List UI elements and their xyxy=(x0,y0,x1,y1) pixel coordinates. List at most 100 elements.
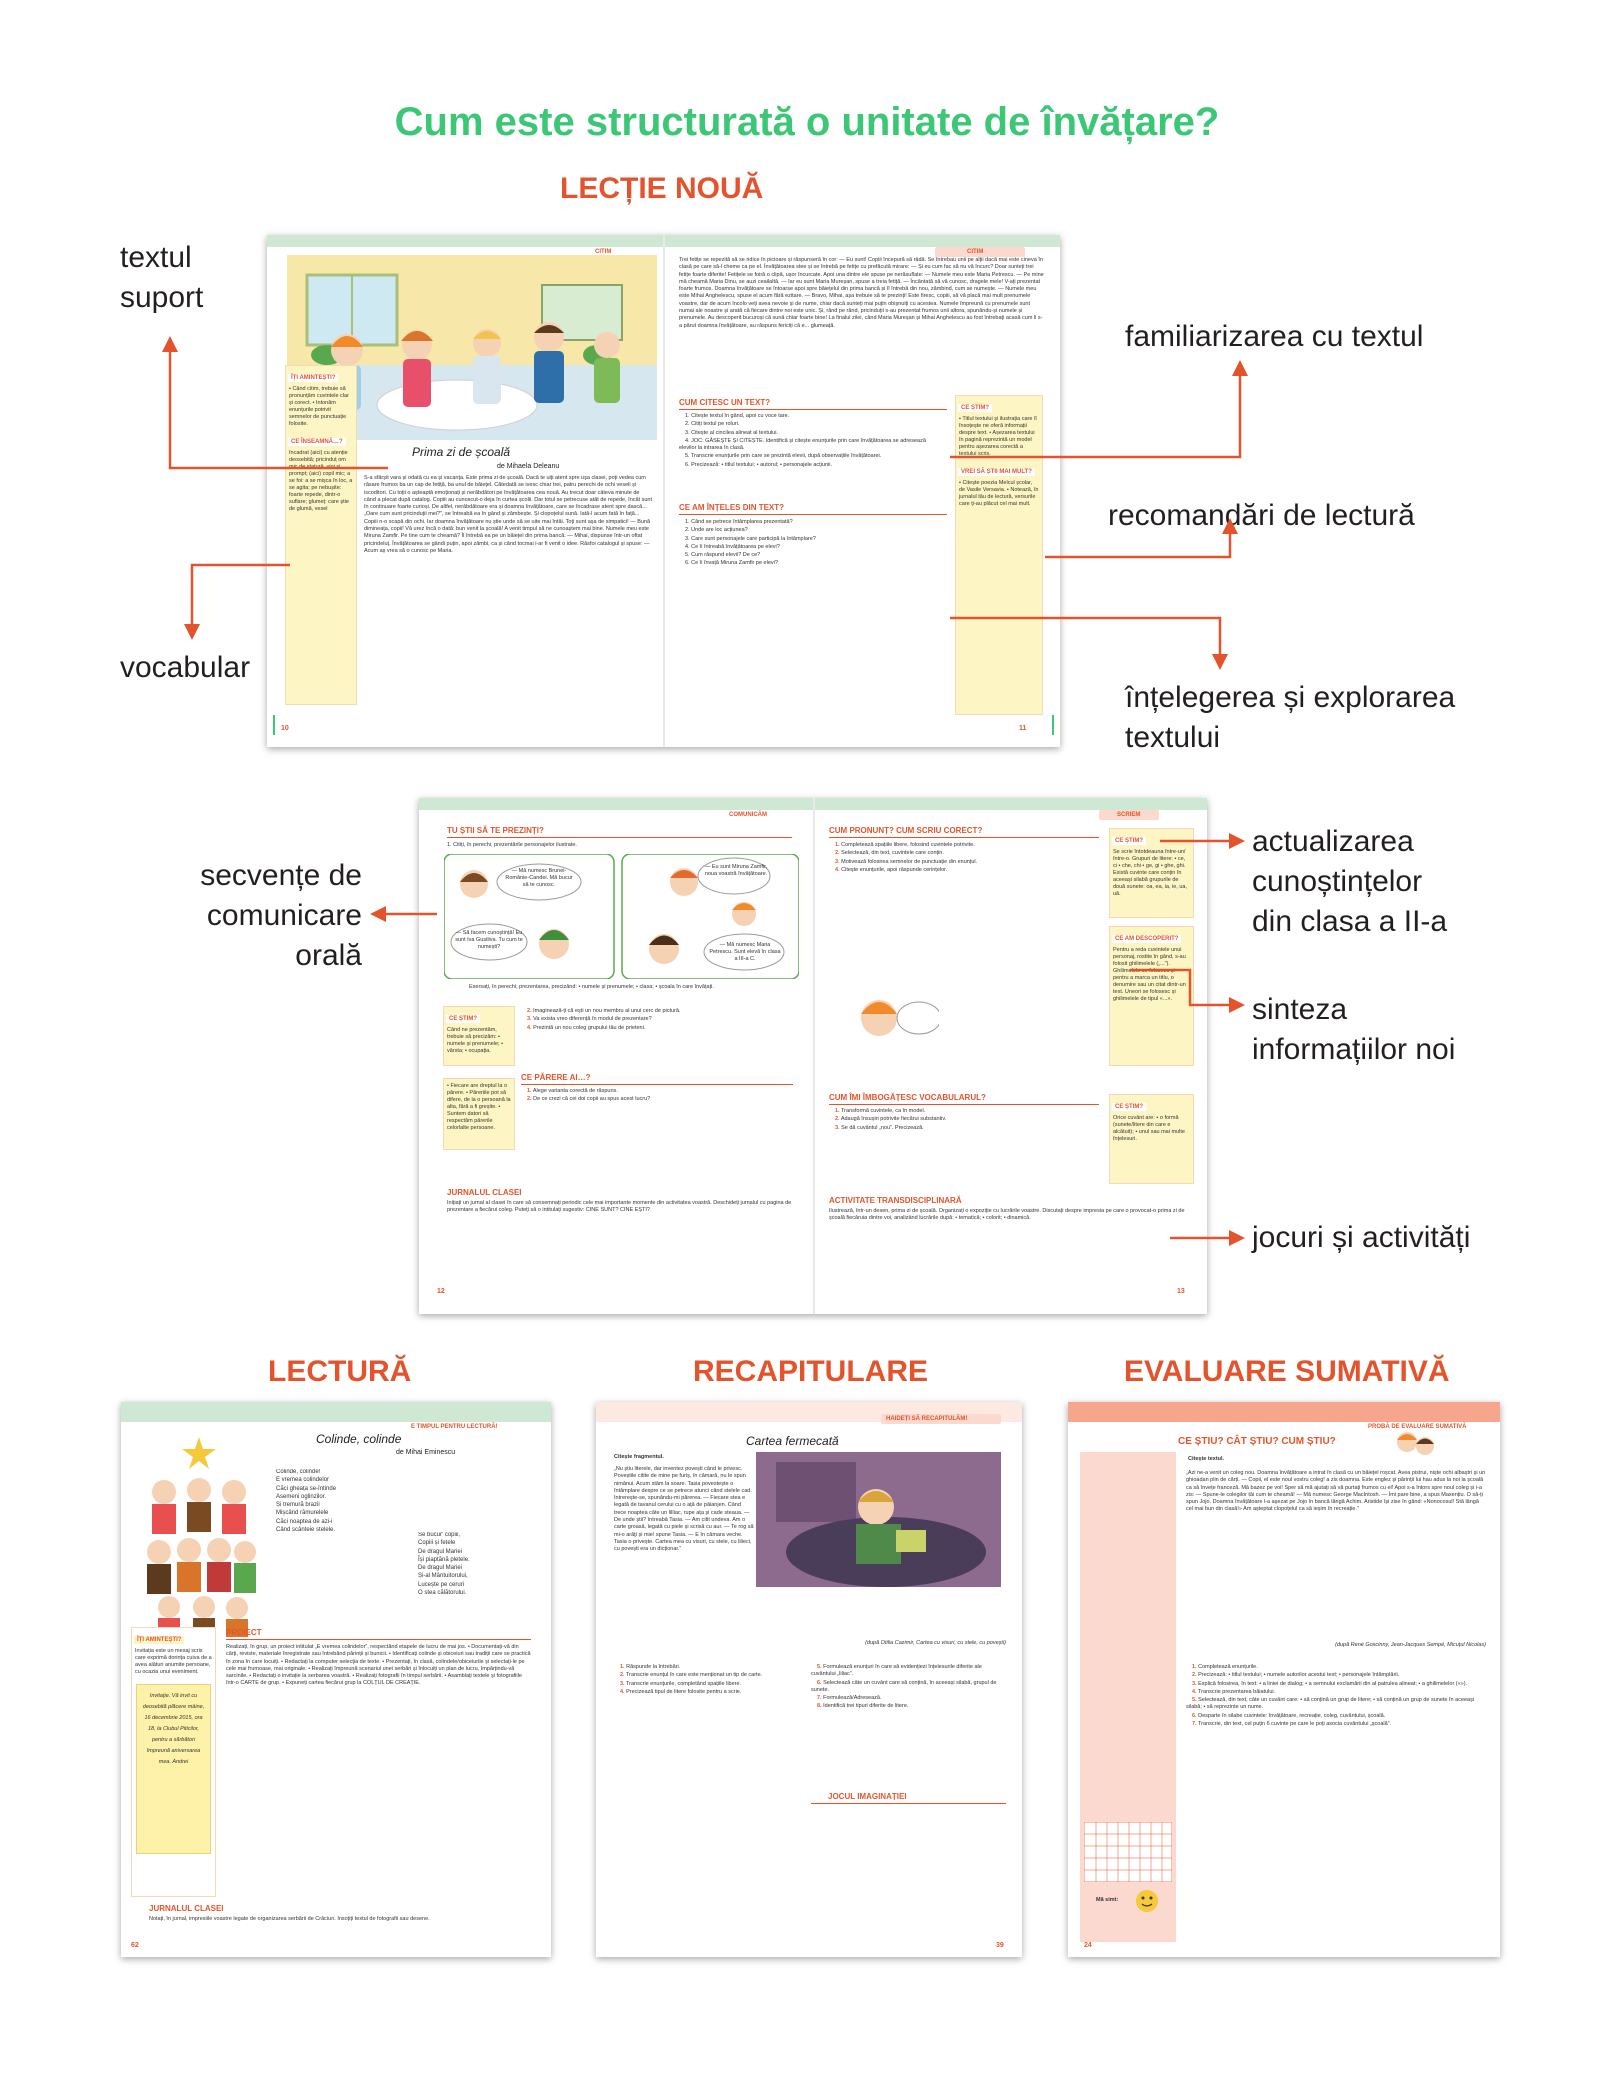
box-ce-stim-right: CE ȘTIM? Se scrie întotdeauna între-un/î… xyxy=(1109,828,1194,918)
heading-underline xyxy=(447,837,792,838)
page-lectura: E TIMPUL PENTRU LECTURĂ! Colinde, colind… xyxy=(121,1402,551,1957)
box-text-ce-stim: • Titlul textului și ilustrația care îl … xyxy=(959,416,1037,457)
source: (după Otilia Cazimir, Cartea cu visuri, … xyxy=(865,1640,1006,1646)
heading-activitate: ACTIVITATE TRANSDISCIPLINARĂ xyxy=(829,1196,962,1205)
page-number-right: 13 xyxy=(1177,1288,1185,1295)
jurnal-text: Inițiați un jurnal al clasei în care să … xyxy=(447,1200,792,1214)
tab-box-right xyxy=(935,247,1025,257)
jurnal-text: Notați, în jurnal, impresiile voastre le… xyxy=(149,1916,430,1922)
list-item: 6. Precizează: • titlul textului; • auto… xyxy=(685,461,833,468)
eval-text: „Azi ne-a venit un coleg nou. Doamna înv… xyxy=(1186,1470,1486,1513)
list-item: 4. JOC: GĂSEȘTE ȘI CITEȘTE. Identifică ș… xyxy=(679,437,926,452)
top-strip xyxy=(121,1402,551,1422)
box-ce-am-descoperit: CE AM DESCOPERIT? Pentru a reda cuvintel… xyxy=(1109,926,1194,1066)
arrow-head xyxy=(1212,654,1228,670)
box-ce-stim-bottom: CE ȘTIM? Orice cuvânt are: • o formă (su… xyxy=(1109,1094,1194,1184)
self-assessment-column: Mă simt: xyxy=(1080,1452,1176,1942)
box-text-recomandari: • Citește poezia Melcul școlar, de Vasil… xyxy=(959,480,1039,507)
page-recapitulare: HAIDEȚI SĂ RECAPITULĂM! Cartea fermecată… xyxy=(596,1402,1022,1957)
box-text: Se scrie întotdeauna între-un/între-o. G… xyxy=(1113,849,1188,897)
poem-line: Căci gheața se-întinde xyxy=(276,1485,337,1492)
exercises-parere: 1. Alege varianta corectă de răspuns. 2.… xyxy=(527,1088,651,1103)
list-item: 5. Cum răspund elevii? De ce? xyxy=(685,552,761,559)
proiect-text: Realizați, în grup, un proiect intitulat… xyxy=(226,1644,531,1687)
page-number: 39 xyxy=(996,1942,1004,1949)
box-text: Când ne prezentăm, trebuie să precizăm: … xyxy=(447,1027,504,1054)
box-heading-vrei: VREI SĂ ȘTII MAI MULT? xyxy=(958,468,1035,476)
page-number: 24 xyxy=(1084,1942,1092,1949)
box-heading: CE ȘTIM? xyxy=(446,1015,480,1023)
section-heading-lectura: LECTURĂ xyxy=(268,1355,412,1388)
top-strip xyxy=(1068,1402,1500,1422)
poem-line: Și-al Mântuitorului, xyxy=(418,1573,468,1580)
page-number-left: 12 xyxy=(437,1288,445,1295)
box-amintesti: ÎȚI AMINTEȘTI? Invitația este un mesaj s… xyxy=(131,1627,216,1897)
poem-stanza-left: Colinde, colinde! E vremea colindelor Că… xyxy=(276,1469,386,1539)
arrow-head xyxy=(184,624,200,640)
heading-underline xyxy=(679,409,947,410)
page-title: Cum este structurată o unitate de învăța… xyxy=(394,100,1220,144)
assessment-grid xyxy=(1084,1822,1172,1882)
list-item: 2. Unde are loc acțiunea? xyxy=(685,527,748,534)
tab-box xyxy=(881,1414,1001,1424)
story-text-continued: Trei fetițe se repezită să se ridice în … xyxy=(679,257,1044,329)
heading-jurnal: JURNALUL CLASEI xyxy=(149,1904,224,1913)
speech-bubble: — Mă numesc Maria Petrescu. Sunt elevă î… xyxy=(709,942,781,962)
poem-line: Se bucur' copiii, xyxy=(418,1532,461,1538)
annotation-intelegerea: înțelegerea și explorarea textului xyxy=(1125,681,1456,754)
tab-label: PROBĂ DE EVALUARE SUMATIVĂ xyxy=(1368,1424,1467,1430)
exercises-left: 1. Răspunde la întrebări. 2. Transcrie e… xyxy=(620,1664,763,1695)
heading-underline xyxy=(226,1639,531,1640)
poem-line: Când scânteie stelele. xyxy=(276,1527,336,1534)
heading-underline xyxy=(829,1104,1099,1105)
exercise-intro: 1. Citiți, în perechi, prezentările pers… xyxy=(447,842,577,848)
heading-jocul: JOCUL IMAGINAȚIEI xyxy=(828,1792,907,1801)
heading-jurnal: JURNALUL CLASEI xyxy=(447,1188,522,1197)
source: (după René Goscinny, Jean-Jacques Sempé,… xyxy=(1335,1642,1486,1648)
exercise-exersati: Exersați, în perechi, prezentarea, preci… xyxy=(469,984,714,990)
tab-label-right: SCRIEM xyxy=(1117,812,1141,818)
box-heading: CE ȘTIM? xyxy=(1112,1103,1146,1111)
arrow-head xyxy=(370,906,386,922)
section-heading-recapitulare: RECAPITULARE xyxy=(693,1355,929,1388)
box-ce-stim-left: CE ȘTIM? Când ne prezentăm, trebuie să p… xyxy=(443,1006,515,1066)
sidebar-yellow-box-right: CE ȘTIM? • Titlul textului și ilustrația… xyxy=(955,395,1043,715)
annotation-secvente: secvențe de comunicare orală xyxy=(200,859,362,972)
exercises-pronunt: 1. Completează spațiile libere, folosind… xyxy=(835,842,978,873)
spread-comunicam: COMUNICĂM SCRIEM TU ȘTII SĂ TE PREZINȚI?… xyxy=(419,798,1207,1314)
annotation-actualizarea: actualizarea cunoștințelor din clasa a I… xyxy=(1252,825,1448,938)
story-text: „Nu știu literele, dar inventez povești … xyxy=(614,1466,754,1553)
heading-ce-stiu: CE ȘTIU? CÂT ȘTIU? CUM ȘTIU? xyxy=(1178,1436,1336,1447)
page-evaluare: PROBĂ DE EVALUARE SUMATIVĂ CE ȘTIU? CÂT … xyxy=(1068,1402,1500,1957)
invitation-text: Invitație. Vă invit cu deosebită plăcere… xyxy=(142,1693,205,1765)
list-ce-am-inteles: 1. Când se petrece întâmplarea prezentat… xyxy=(679,519,944,579)
green-margin-bar xyxy=(1052,715,1054,735)
intro: Citește fragmentul. xyxy=(614,1454,664,1460)
arrow-head xyxy=(1229,833,1245,849)
poem-line: O stea călătorului. xyxy=(418,1590,467,1597)
activitate-text: Ilustrează, într-un desen, prima zi de ș… xyxy=(829,1208,1185,1222)
poem-line: Lucește pe ceruri xyxy=(418,1581,465,1588)
dialogue-illustration xyxy=(444,854,799,979)
box-text: Orice cuvânt are: • o formă (sunete/lite… xyxy=(1113,1115,1185,1142)
spread-lectie-noua: CITIM CITIM Prima zi de școală de Mihael… xyxy=(267,235,1060,747)
carolers-illustration xyxy=(147,1437,256,1637)
annotation-sinteza: sinteza informațiilor noi xyxy=(1252,993,1456,1066)
poem-line: Colinde, colinde! xyxy=(276,1469,321,1475)
reading-illustration xyxy=(756,1452,1001,1587)
heading-underline xyxy=(811,1803,1006,1804)
poem-line: E vremea colindelor xyxy=(276,1477,330,1484)
sidebar-yellow-box: ÎȚI AMINTEȘTI? • Când citim, trebuie să … xyxy=(285,365,357,705)
annotation-vocabular: vocabular xyxy=(120,651,251,684)
list-item: 3. Citește al cincilea alineat al textul… xyxy=(685,429,778,436)
annotation-recomandari: recomandări de lectură xyxy=(1108,499,1415,532)
tab-label-right: CITIM xyxy=(967,249,984,255)
box-heading-ce-inseamna: CE ÎNSEAMNĂ…? xyxy=(288,438,346,446)
tab-box-right xyxy=(1099,810,1159,820)
arrow-head xyxy=(1229,1230,1245,1246)
heading-underline xyxy=(679,514,947,515)
page-number-right: 11 xyxy=(1019,725,1027,732)
poem-author: de Mihai Eminescu xyxy=(396,1449,456,1456)
section-heading-evaluare: EVALUARE SUMATIVĂ xyxy=(1124,1355,1450,1388)
annotation-textul-suport: textul suport xyxy=(120,241,204,314)
